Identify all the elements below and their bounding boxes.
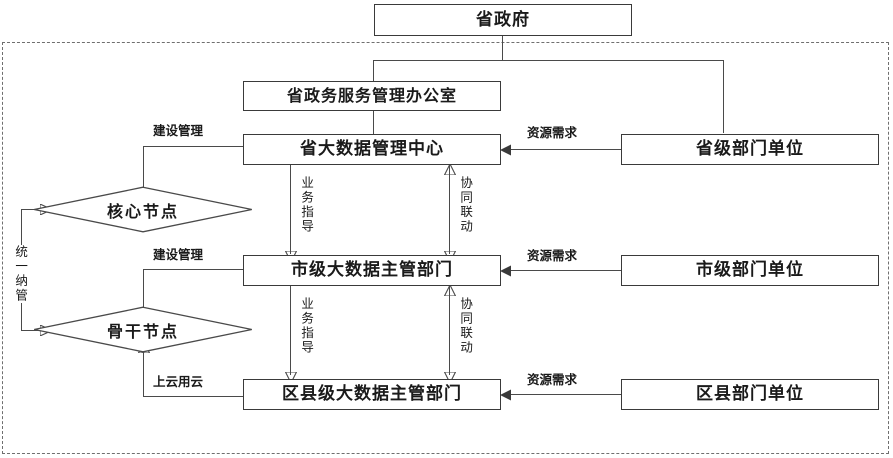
- node-backbone-node-label-wrap: 骨干节点: [106, 321, 179, 341]
- node-province-gov-label: 省政府: [476, 9, 530, 30]
- node-city-bigdata-dept[interactable]: 市级大数据主管部门: [243, 255, 501, 286]
- node-province-service-office[interactable]: 省政务服务管理办公室: [243, 81, 501, 111]
- edge-label-unified-management: 统一纳管: [13, 245, 29, 303]
- edge-build-manage-mid-h: [143, 269, 244, 271]
- node-district-dept-unit[interactable]: 区县部门单位: [621, 379, 879, 410]
- node-city-dept-unit[interactable]: 市级部门单位: [621, 255, 879, 286]
- edge-label-resource-demand-top: 资源需求: [527, 125, 578, 140]
- edge-gov-to-province-dept: [723, 60, 725, 133]
- outer-dashed-frame: [2, 42, 889, 454]
- edge-build-manage-top-v: [143, 146, 145, 196]
- edge-serviceoffice-to-center: [373, 111, 375, 136]
- arrowhead-collab-top-up: [443, 164, 456, 175]
- edge-business-guidance-bottom-line: [290, 286, 292, 375]
- arrowhead-collab-bottom-up: [443, 285, 456, 296]
- edge-label-collab-linkage-bottom: 协同联动: [458, 297, 473, 369]
- edge-label-cloud-adoption: 上云用云: [153, 374, 204, 389]
- node-province-bigdata-center-label: 省大数据管理中心: [300, 139, 444, 159]
- edge-label-build-manage-top: 建设管理: [153, 123, 204, 138]
- node-district-dept-unit-label: 区县部门单位: [696, 384, 804, 404]
- node-province-dept-unit[interactable]: 省级部门单位: [621, 134, 879, 165]
- edge-unified-mgmt-top-h: [21, 209, 43, 211]
- edge-collab-linkage-top-line: [449, 165, 451, 254]
- edge-gov-to-service-office: [373, 60, 375, 82]
- edge-label-resource-demand-mid: 资源需求: [527, 248, 578, 263]
- edge-label-build-manage-mid: 建设管理: [153, 247, 204, 262]
- edge-label-business-guidance-bottom: 业务指导: [299, 297, 314, 369]
- node-province-bigdata-center[interactable]: 省大数据管理中心: [243, 134, 501, 165]
- node-province-gov[interactable]: 省政府: [374, 4, 632, 36]
- arrowhead-resource-demand-mid: [500, 265, 511, 277]
- edge-collab-linkage-bottom-line: [449, 286, 451, 375]
- node-district-bigdata-dept[interactable]: 区县级大数据主管部门: [243, 379, 501, 410]
- arrowhead-resource-demand-bottom: [500, 389, 511, 401]
- edge-gov-down-stem: [502, 36, 504, 61]
- edge-resource-demand-top-line: [509, 149, 621, 151]
- edge-resource-demand-bottom-line: [509, 394, 621, 396]
- node-province-dept-unit-label: 省级部门单位: [696, 139, 804, 159]
- edge-label-collab-linkage-top: 协同联动: [458, 176, 473, 248]
- node-province-service-office-label: 省政务服务管理办公室: [286, 86, 457, 105]
- edge-resource-demand-mid-line: [509, 270, 621, 272]
- node-core-node-label-wrap: 核心节点: [106, 201, 179, 221]
- edge-cloud-adoption-h: [143, 396, 244, 398]
- edge-label-resource-demand-bottom: 资源需求: [527, 372, 578, 387]
- edge-unified-mgmt-bottom-h: [21, 330, 43, 332]
- node-core-node[interactable]: 核心节点: [33, 186, 253, 233]
- arrowhead-business-guidance-bottom: [284, 372, 297, 383]
- edge-gov-distributor-bar: [373, 60, 724, 62]
- edge-business-guidance-top-line: [290, 165, 292, 254]
- node-district-bigdata-dept-label: 区县级大数据主管部门: [282, 384, 462, 404]
- node-city-bigdata-dept-label: 市级大数据主管部门: [291, 260, 453, 280]
- node-backbone-node[interactable]: 骨干节点: [33, 306, 253, 353]
- edge-label-business-guidance-top: 业务指导: [299, 176, 314, 248]
- arrowhead-resource-demand-top: [500, 144, 511, 156]
- node-city-dept-unit-label: 市级部门单位: [696, 260, 804, 280]
- edge-build-manage-top-h: [143, 146, 244, 148]
- arrowhead-collab-bottom-down: [443, 372, 456, 383]
- edge-cloud-adoption-v: [143, 343, 145, 396]
- edge-build-manage-mid-v: [143, 269, 145, 316]
